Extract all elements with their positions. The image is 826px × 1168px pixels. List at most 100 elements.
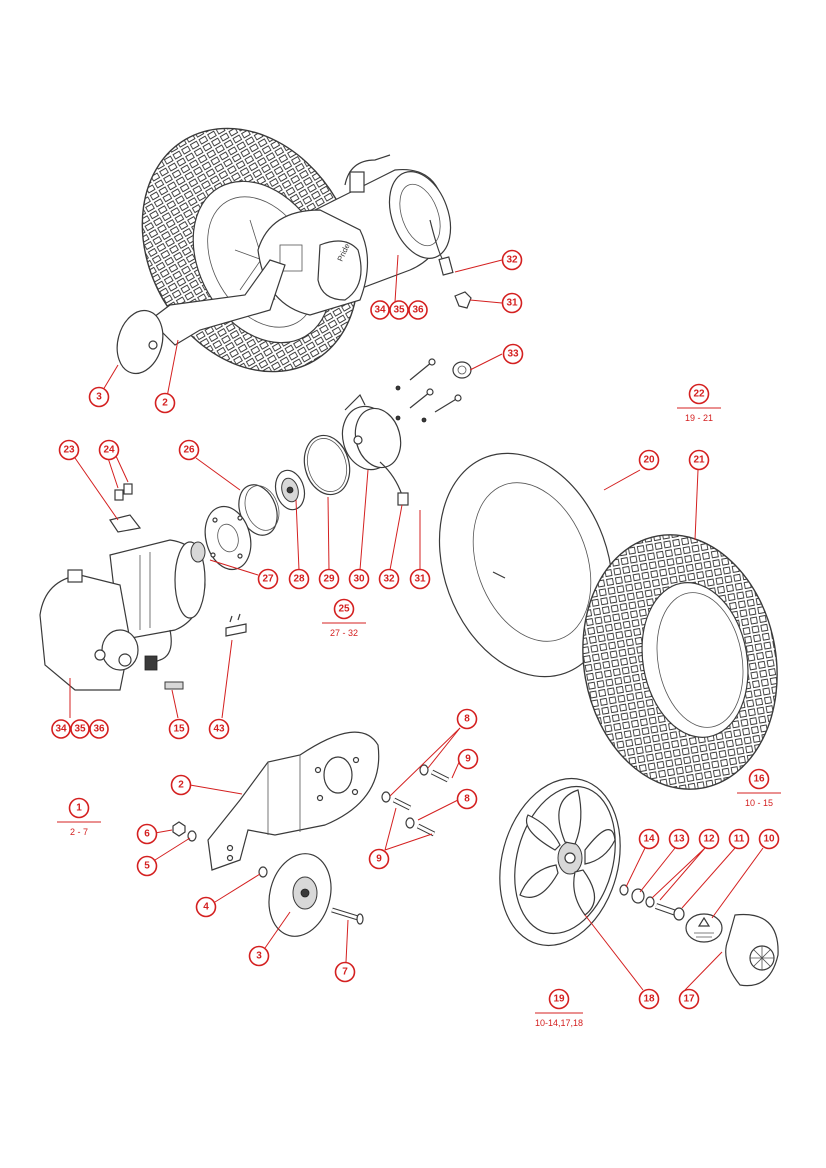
kit-range: 10 - 15 xyxy=(745,798,773,808)
callout-label: 30 xyxy=(353,574,365,585)
washer-13 xyxy=(631,888,645,904)
hub-disc xyxy=(268,853,332,937)
callout-label: 8 xyxy=(464,714,470,725)
callout-label: 33 xyxy=(507,349,519,360)
kit-range: 10-14,17,18 xyxy=(535,1018,583,1028)
callout-label: 2 xyxy=(178,780,184,791)
kit-label: 22 xyxy=(693,389,705,400)
motor-gearbox xyxy=(39,483,206,691)
kit-range: 19 - 21 xyxy=(685,413,713,423)
callout-label: 18 xyxy=(643,994,655,1005)
kit-callout-19: 19 10-14,17,18 xyxy=(535,988,583,1028)
callout-label: 4 xyxy=(203,902,209,913)
callout-23: 23 xyxy=(58,439,80,461)
callout-label: 6 xyxy=(144,829,150,840)
kit-callout-25: 25 27 - 32 xyxy=(322,598,366,638)
callout-28: 28 xyxy=(288,568,310,590)
leader-lines xyxy=(69,254,764,991)
callout-label: 20 xyxy=(643,455,655,466)
callout-14: 14 xyxy=(638,828,660,850)
callout-21: 21 xyxy=(688,449,710,471)
callout-label: 24 xyxy=(103,445,115,456)
callout-label: 12 xyxy=(703,834,715,845)
clip xyxy=(225,613,247,637)
callout-32: 32 xyxy=(501,249,523,271)
kit-label: 1 xyxy=(76,803,82,814)
callout-30: 30 xyxy=(348,568,370,590)
callout-5: 5 xyxy=(136,855,158,877)
callout-label: 31 xyxy=(506,298,518,309)
kit-callout-22: 22 19 - 21 xyxy=(677,383,721,423)
callout-9: 9 xyxy=(368,848,390,870)
callout-label: 9 xyxy=(465,754,471,765)
tyre xyxy=(582,534,778,790)
kit-range: 27 - 32 xyxy=(330,628,358,638)
kit-callout-16: 16 10 - 15 xyxy=(737,768,781,808)
callout-32: 32 xyxy=(378,568,400,590)
key xyxy=(164,681,184,690)
callout-4: 4 xyxy=(195,896,217,918)
callout-label: 28 xyxy=(293,574,305,585)
callout-29: 29 xyxy=(318,568,340,590)
callout-43: 43 xyxy=(208,718,230,740)
callout-label: 29 xyxy=(323,574,335,585)
callout-label: 5 xyxy=(144,861,150,872)
callout-label: 17 xyxy=(683,994,695,1005)
bolts-and-washers xyxy=(381,764,450,837)
callout-label: 15 xyxy=(173,724,185,735)
callout-7: 7 xyxy=(334,961,356,983)
callout-label: 31 xyxy=(414,574,426,585)
callout-33: 33 xyxy=(502,343,524,365)
callout-label: 11 xyxy=(734,834,745,845)
callout-3: 3 xyxy=(248,945,270,967)
callout-15: 15 xyxy=(168,718,190,740)
callout-label: 14 xyxy=(643,834,655,845)
callout-6: 6 xyxy=(136,823,158,845)
ring xyxy=(238,484,280,536)
callout-label: 27 xyxy=(262,574,274,585)
small-hardware-top xyxy=(395,291,472,423)
callout-label: 32 xyxy=(506,255,518,266)
callout-label: 2 xyxy=(162,398,168,409)
callout-label: 8 xyxy=(464,794,470,805)
inner-tube xyxy=(438,452,614,678)
assembled-drive-wheel: Pride xyxy=(116,127,454,375)
callout-11: 11 xyxy=(728,828,750,850)
washer-small xyxy=(258,866,268,878)
callout-label: 3 xyxy=(256,951,262,962)
nut xyxy=(172,821,186,837)
callout-label: 10 xyxy=(763,834,775,845)
callout-label: 43 xyxy=(213,724,225,735)
callout-13: 13 xyxy=(668,828,690,850)
callout-label: 36 xyxy=(93,724,105,735)
bolt xyxy=(331,907,364,925)
callout-36: 36 xyxy=(89,719,109,739)
callout-8: 8 xyxy=(456,788,478,810)
callout-18: 18 xyxy=(638,988,660,1010)
callout-35: 35 xyxy=(389,300,409,320)
callout-label: 13 xyxy=(673,834,685,845)
hub-cap xyxy=(725,913,779,987)
axle-bolt xyxy=(655,903,685,921)
callout-label: 36 xyxy=(412,305,424,316)
washer-12 xyxy=(645,896,655,908)
o-ring xyxy=(303,434,351,496)
callout-2: 2 xyxy=(170,774,192,796)
kit-range: 2 - 7 xyxy=(70,827,88,837)
kit-callout-1: 1 2 - 7 xyxy=(57,797,101,837)
callout-12: 12 xyxy=(698,828,720,850)
callout-10: 10 xyxy=(758,828,780,850)
callout-34: 34 xyxy=(51,719,71,739)
kit-label: 25 xyxy=(338,604,350,615)
callout-3: 3 xyxy=(88,386,110,408)
callout-26: 26 xyxy=(178,439,200,461)
callout-35: 35 xyxy=(70,719,90,739)
callout-31: 31 xyxy=(501,292,523,314)
callout-31: 31 xyxy=(409,568,431,590)
callout-label: 34 xyxy=(374,305,386,316)
callout-8: 8 xyxy=(456,708,478,730)
warning-label xyxy=(685,913,723,943)
callout-20: 20 xyxy=(638,449,660,471)
callout-9: 9 xyxy=(457,748,479,770)
